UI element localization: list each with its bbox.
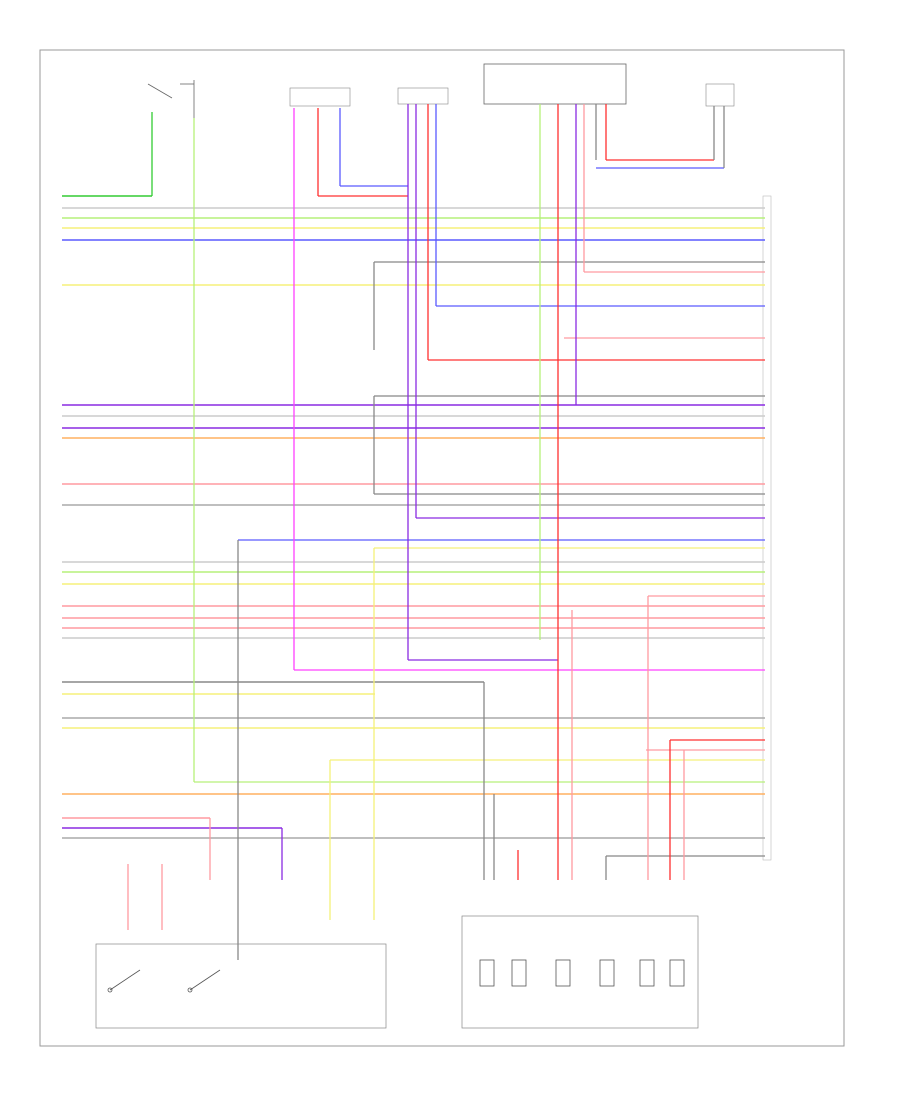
ecm-block [762,195,772,861]
vertical-wires [127,104,725,960]
connector-top-center [397,87,449,105]
pedal-switch-symbols [107,969,221,993]
connector-top-right [705,83,735,107]
module-top-box [483,63,627,105]
pedal-switch-box [95,943,387,1029]
top-switch [147,80,195,118]
solenoid-valve-box [461,915,699,1029]
diagram-frame [39,49,845,1047]
solenoid-symbols [479,959,685,987]
horizontal-wires [62,195,765,839]
connector-top-mid [289,87,351,107]
ecm-side-wires [194,261,765,857]
